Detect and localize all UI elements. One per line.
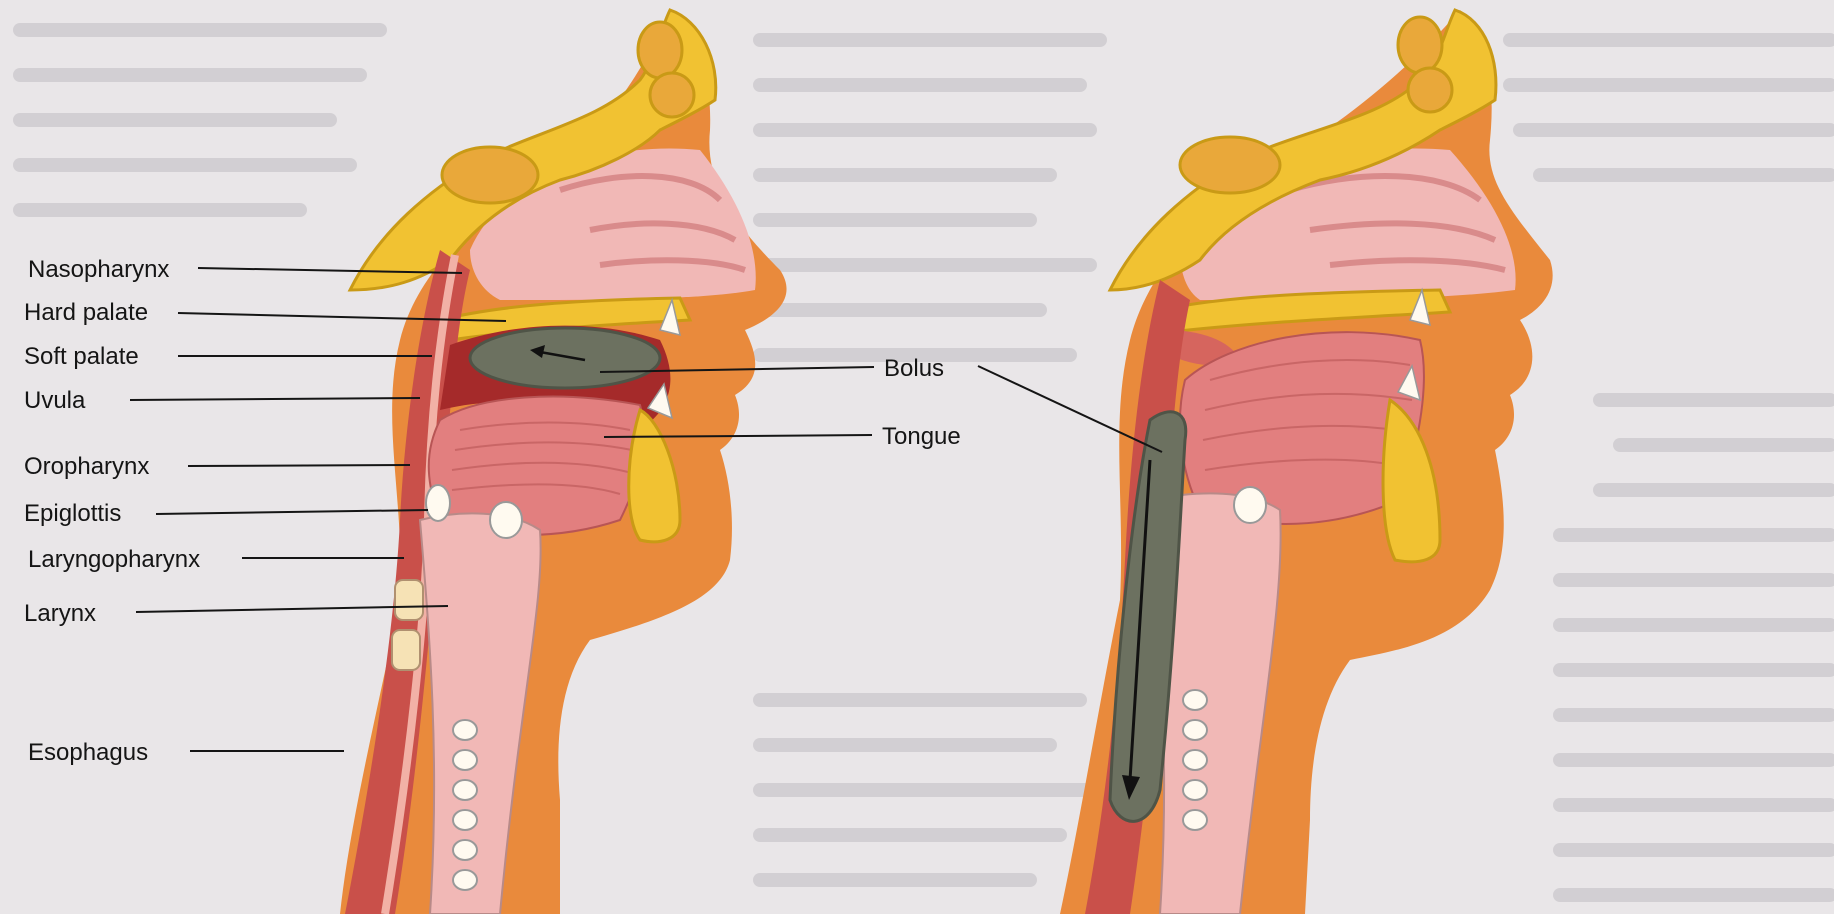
label-bolus: Bolus	[884, 355, 944, 382]
label-nasopharynx: Nasopharynx	[28, 256, 169, 283]
label-tongue: Tongue	[882, 423, 961, 450]
label-laryngopharynx: Laryngopharynx	[28, 546, 200, 573]
label-hard-palate: Hard palate	[24, 299, 148, 326]
label-esophagus: Esophagus	[28, 739, 148, 766]
epiglottis-left	[426, 485, 450, 521]
label-epiglottis: Epiglottis	[24, 500, 121, 527]
label-oropharynx: Oropharynx	[24, 453, 149, 480]
label-soft-palate: Soft palate	[24, 343, 139, 370]
label-larynx: Larynx	[24, 600, 96, 627]
bolus-left	[470, 328, 660, 388]
label-uvula: Uvula	[24, 387, 86, 414]
